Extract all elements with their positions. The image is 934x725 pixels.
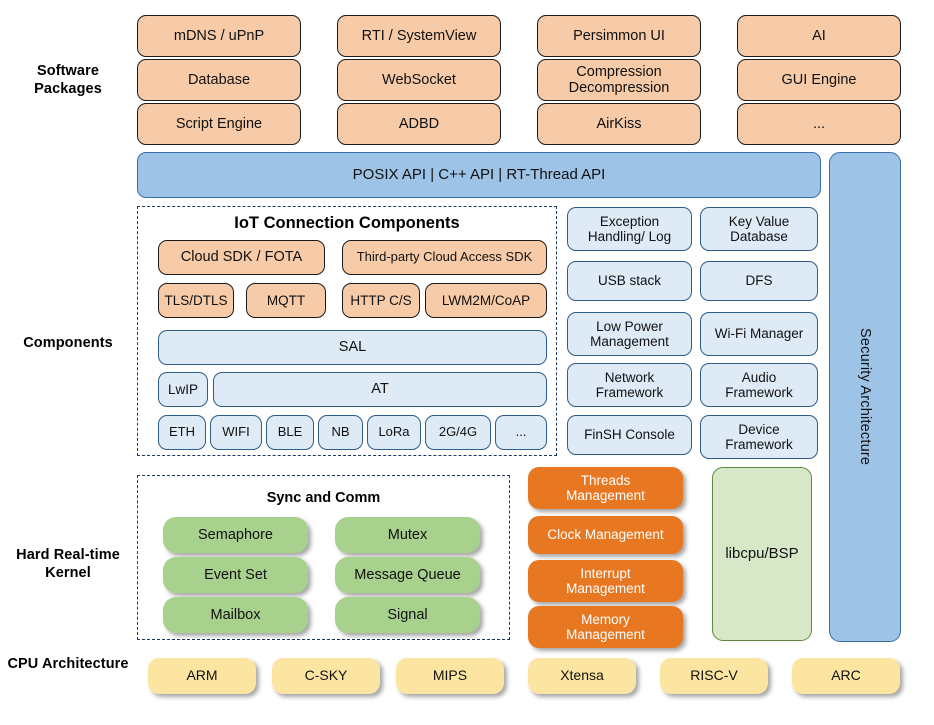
software-package-box[interactable]: GUI Engine [737, 59, 901, 101]
component-box[interactable]: USB stack [567, 261, 692, 301]
component-box[interactable]: Network Framework [567, 363, 692, 407]
sync-comm-box[interactable]: Signal [335, 597, 480, 633]
sync-comm-box[interactable]: Mutex [335, 517, 480, 553]
software-package-box[interactable]: Script Engine [137, 103, 301, 145]
component-box[interactable]: Wi-Fi Manager [700, 312, 818, 356]
iot-third-party-cloud-box[interactable]: Third-party Cloud Access SDK [342, 240, 547, 275]
kernel-management-box[interactable]: Clock Management [528, 516, 683, 554]
component-box[interactable]: Device Framework [700, 415, 818, 459]
security-architecture-column[interactable]: Security Architecture [829, 152, 901, 642]
cpu-arch-box[interactable]: C-SKY [272, 658, 380, 694]
api-bar[interactable]: POSIX API | C++ API | RT-Thread API [137, 152, 821, 198]
iot-lwip-box[interactable]: LwIP [158, 372, 208, 407]
software-package-box[interactable]: AI [737, 15, 901, 57]
iot-protocol-box[interactable]: MQTT [246, 283, 326, 318]
software-package-box[interactable]: ... [737, 103, 901, 145]
iot-protocol-box[interactable]: HTTP C/S [342, 283, 420, 318]
iot-link-box[interactable]: ... [495, 415, 547, 450]
iot-at-box[interactable]: AT [213, 372, 547, 407]
sync-comm-box[interactable]: Message Queue [335, 557, 480, 593]
component-box[interactable]: FinSH Console [567, 415, 692, 455]
component-box[interactable]: Key Value Database [700, 207, 818, 251]
software-package-box[interactable]: Database [137, 59, 301, 101]
row-label-cpu: CPU Architecture [7, 656, 129, 672]
cpu-arch-box[interactable]: ARM [148, 658, 256, 694]
sync-comm-box[interactable]: Semaphore [163, 517, 308, 553]
kernel-management-box[interactable]: Memory Management [528, 606, 683, 648]
libcpu-bsp-box[interactable]: libcpu/BSP [712, 467, 812, 641]
iot-link-box[interactable]: NB [318, 415, 363, 450]
component-box[interactable]: Exception Handling/ Log [567, 207, 692, 251]
cpu-arch-box[interactable]: RISC-V [660, 658, 768, 694]
cpu-arch-box[interactable]: MIPS [396, 658, 504, 694]
sync-comm-box[interactable]: Event Set [163, 557, 308, 593]
security-architecture-label: Security Architecture [857, 328, 874, 466]
cpu-arch-box[interactable]: Xtensa [528, 658, 636, 694]
iot-link-box[interactable]: ETH [158, 415, 206, 450]
component-box[interactable]: Low Power Management [567, 312, 692, 356]
software-package-box[interactable]: Compression Decompression [537, 59, 701, 101]
software-package-box[interactable]: AirKiss [537, 103, 701, 145]
iot-protocol-box[interactable]: LWM2M/CoAP [425, 283, 547, 318]
iot-cloud-sdk-box[interactable]: Cloud SDK / FOTA [158, 240, 325, 275]
row-label-software-packages: Software Packages [34, 63, 102, 98]
software-package-box[interactable]: Persimmon UI [537, 15, 701, 57]
iot-link-box[interactable]: 2G/4G [425, 415, 491, 450]
iot-link-box[interactable]: WIFI [210, 415, 262, 450]
software-package-box[interactable]: ADBD [337, 103, 501, 145]
sync-and-comm-group [137, 475, 510, 640]
sync-and-comm-title: Sync and Comm [266, 490, 381, 506]
row-label-components: Components [23, 335, 113, 351]
kernel-management-box[interactable]: Threads Management [528, 467, 683, 509]
iot-link-box[interactable]: LoRa [367, 415, 421, 450]
iot-connection-components-title: IoT Connection Components [234, 214, 460, 232]
iot-link-box[interactable]: BLE [266, 415, 314, 450]
row-label-kernel: Hard Real-time Kernel [16, 547, 120, 582]
iot-sal-box[interactable]: SAL [158, 330, 547, 365]
kernel-management-box[interactable]: Interrupt Management [528, 560, 683, 602]
software-package-box[interactable]: RTI / SystemView [337, 15, 501, 57]
component-box[interactable]: Audio Framework [700, 363, 818, 407]
iot-connection-components-group [137, 206, 557, 456]
sync-comm-box[interactable]: Mailbox [163, 597, 308, 633]
software-package-box[interactable]: mDNS / uPnP [137, 15, 301, 57]
cpu-arch-box[interactable]: ARC [792, 658, 900, 694]
iot-protocol-box[interactable]: TLS/DTLS [158, 283, 234, 318]
component-box[interactable]: DFS [700, 261, 818, 301]
software-package-box[interactable]: WebSocket [337, 59, 501, 101]
